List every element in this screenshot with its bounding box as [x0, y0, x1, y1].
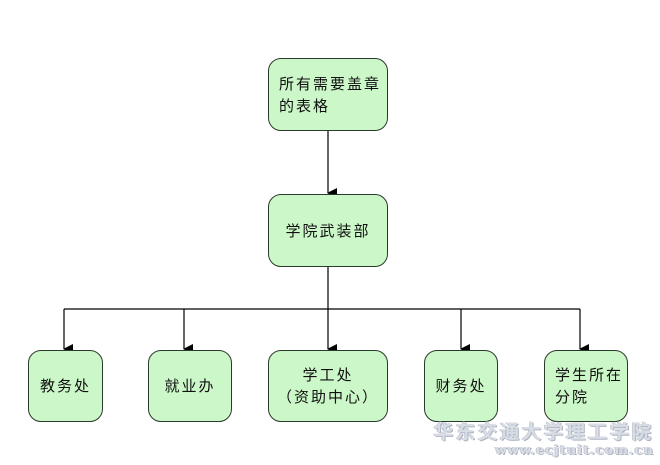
- node-label-line: 所有需要盖章: [279, 74, 382, 93]
- node-academic-affairs: 教务处: [28, 350, 103, 422]
- node-employment-office: 就业办: [148, 350, 232, 422]
- node-armed-forces-dept: 学院武装部: [268, 194, 388, 267]
- node-label-line: 分院: [555, 388, 590, 406]
- node-finance-office: 财务处: [424, 350, 498, 422]
- node-label-line: 财务处: [435, 377, 487, 395]
- watermark-name: 华东交通大学理工学院: [433, 421, 654, 443]
- node-label-line: 学工处: [302, 366, 354, 384]
- node-label-line: （资助中心）: [276, 388, 379, 406]
- node-all-forms: 所有需要盖章 的表格: [268, 58, 388, 131]
- node-student-branch-college: 学生所在 分院: [544, 350, 628, 422]
- node-label-line: 就业办: [164, 377, 216, 395]
- watermark: 华东交通大学理工学院 www.ecjtuit.com.cn: [434, 421, 654, 459]
- node-student-affairs: 学工处 （资助中心）: [268, 350, 388, 422]
- node-label-line: 教务处: [39, 377, 91, 395]
- node-label-line: 学院武装部: [285, 221, 371, 240]
- watermark-url: www.ecjtuit.com.cn: [495, 443, 654, 458]
- node-label-line: 的表格: [279, 96, 331, 115]
- node-label-line: 学生所在: [555, 366, 624, 384]
